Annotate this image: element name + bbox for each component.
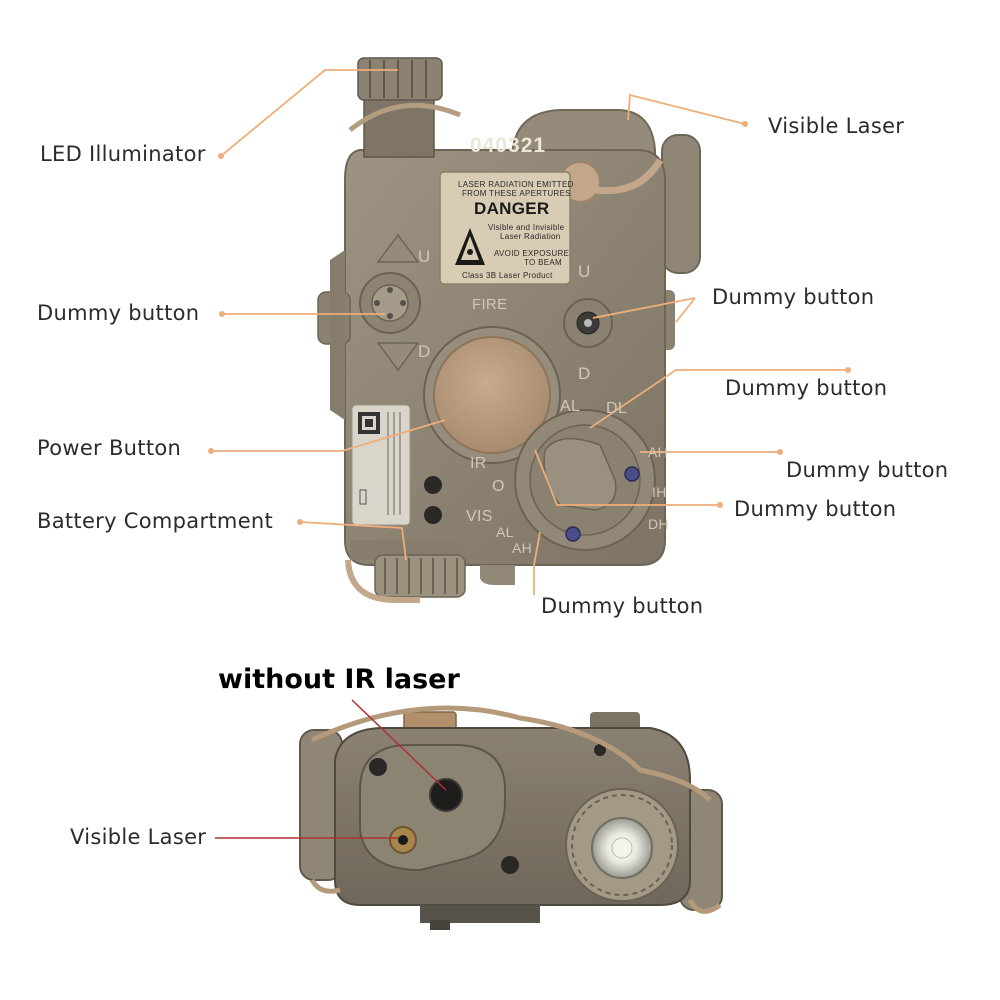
u-right-text: U xyxy=(578,262,591,281)
label-power-button: Power Button xyxy=(37,436,182,460)
warning-top-text-2: FROM THESE APERTURES xyxy=(462,189,571,198)
o-text: O xyxy=(492,478,505,495)
label-led-illuminator: LED Illuminator xyxy=(40,142,206,166)
serial-number: 040321 xyxy=(470,134,547,157)
dh-text: DH xyxy=(648,516,669,532)
label-dummy-button-right-1: Dummy button xyxy=(712,285,875,309)
warning-top-text: LASER RADIATION EMITTED xyxy=(458,180,574,189)
al-text: AL xyxy=(560,398,581,415)
warning-body-1: Visible and Invisible xyxy=(488,223,565,232)
d-right-text: D xyxy=(578,364,591,383)
label-dummy-button-left: Dummy button xyxy=(37,301,200,325)
u-left-text: U xyxy=(418,247,431,266)
ah2-text: AH xyxy=(512,540,533,556)
power-button-shape xyxy=(433,336,551,454)
dl-text: DL xyxy=(606,400,628,417)
vis-text: VIS xyxy=(466,508,493,525)
bottom-device xyxy=(299,705,723,930)
label-dummy-button-right-4: Dummy button xyxy=(734,497,897,521)
avoid-text-1: AVOID EXPOSURE xyxy=(494,249,570,258)
label-dummy-button-right-3: Dummy button xyxy=(786,458,949,482)
label-visible-laser-top: Visible Laser xyxy=(768,114,905,138)
al2-text: AL xyxy=(496,524,514,540)
d-left-text: D xyxy=(418,342,431,361)
heading-without-ir-laser: without IR laser xyxy=(218,664,460,695)
class-text: Class 3B Laser Product xyxy=(462,271,553,280)
avoid-text-2: TO BEAM xyxy=(524,258,562,267)
label-dummy-button-bottom: Dummy button xyxy=(541,594,704,618)
ih-text: IH xyxy=(652,484,667,500)
danger-text: DANGER xyxy=(474,199,550,218)
ir-text: IR xyxy=(470,455,487,472)
fire-text: FIRE xyxy=(472,296,508,313)
top-device xyxy=(317,57,701,603)
label-visible-laser-bottom: Visible Laser xyxy=(70,825,207,849)
label-dummy-button-right-2: Dummy button xyxy=(725,376,888,400)
warning-body-2: Laser Radiation xyxy=(500,232,561,241)
leader-lines xyxy=(211,69,848,595)
label-battery-compartment: Battery Compartment xyxy=(37,509,274,533)
ah-text: AH xyxy=(648,444,669,460)
